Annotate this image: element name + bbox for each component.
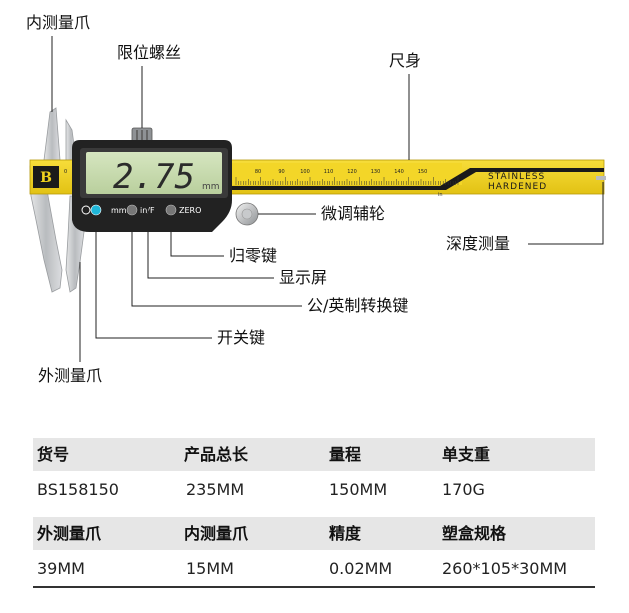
spec-header-cell: 外测量爪 [37,524,102,543]
leader-depth-rod [528,182,604,245]
ruler-scale-labels: 0 80 90 100 110 120 130 140 150 [64,169,427,175]
unit-button[interactable] [126,204,138,216]
spec-table: 货号 产品总长 量程 单支重 BS158150 235MM 150MM 170G… [33,438,595,588]
spec-header-row-1: 货号 产品总长 量程 单支重 [33,438,595,471]
lock-screw-knurl [146,130,148,140]
scale-label: 0 [64,169,67,175]
spec-value-cell: 150MM [329,480,388,499]
scale-label: 110 [324,169,334,175]
callout-inner-jaw: 内测量爪 [26,13,91,32]
callout-outer-jaw: 外测量爪 [38,366,103,385]
callout-ruler-body: 尺身 [389,51,422,70]
fine-adjust-wheel-hub [241,208,253,220]
leader-unit-key [131,216,302,307]
scale-label: 150 [418,169,428,175]
leader-power-key [95,216,212,339]
spec-header-cell: 内测量爪 [184,524,249,543]
ruler-scale-strip [230,163,462,185]
spec-header-cell: 单支重 [442,445,491,464]
spec-header-cell: 货号 [37,445,70,464]
callout-lock-screw: 限位螺丝 [117,43,182,62]
spec-value-cell: 235MM [186,480,245,499]
leader-lines [51,36,604,362]
spec-value-cell: BS158150 [37,480,119,499]
inch-button-label: in/F [140,206,155,215]
caliper-illustration: 0 80 90 100 110 120 130 140 150 B 2.75 mm mm in/… [29,36,606,362]
spec-bottom-rule [33,586,595,588]
scale-label: 130 [371,169,381,175]
scale-label: 100 [300,169,310,175]
spec-header-cell: 精度 [329,524,362,543]
scale-label: 120 [347,169,357,175]
spec-header-cell: 塑盒规格 [442,524,507,543]
zero-button-label: ZERO [179,206,201,215]
brand-box [33,166,59,188]
lcd-reading: 2.75 [113,157,195,197]
callout-unit-key: 公/英制转换键 [307,296,409,315]
spec-value-row-1: BS158150 235MM 150MM 170G [33,471,595,508]
spec-value-cell: 0.02MM [329,559,393,578]
body-text-stainless: STAINLESS [488,172,545,182]
zero-button[interactable] [165,204,177,216]
lcd-unit: mm [202,182,220,192]
scale-label: 80 [255,169,261,175]
callout-display: 显示屏 [279,268,328,287]
spec-value-cell: 260*105*30MM [442,559,568,578]
callout-depth-rod: 深度测量 [446,234,511,253]
body-text-hardened: HARDENED [488,182,547,192]
spec-value-cell: 15MM [186,559,234,578]
power-icon [81,205,91,215]
brand-logo: B [40,170,52,186]
spec-value-cell: 39MM [37,559,85,578]
callout-zero-key: 归零键 [229,246,278,265]
lock-screw-knurl [141,130,143,140]
unit-button-label: mm [111,206,127,215]
spec-header-row-2: 外测量爪 内测量爪 精度 塑盒规格 [33,517,595,550]
leader-zero-key [170,216,224,257]
caliper-diagram: 0 80 90 100 110 120 130 140 150 B 2.75 mm mm in/… [26,13,606,385]
callout-power-key: 开关键 [217,328,266,347]
scale-label: 90 [278,169,284,175]
spec-value-row-2: 39MM 15MM 0.02MM 260*105*30MM [33,550,595,587]
spec-header-cell: 量程 [329,445,362,464]
inner-jaw-fixed [43,107,61,161]
scale-label: 140 [394,169,404,175]
body-text-small: in [438,192,443,198]
leader-display [147,200,274,279]
spec-header-cell: 产品总长 [184,445,249,464]
callout-fine-wheel: 微调辅轮 [321,204,386,223]
lcd-screen [86,152,222,194]
lock-screw-knurl [136,130,138,140]
depth-rod [596,176,606,180]
spec-value-cell: 170G [442,480,485,499]
ruler-scale-ticks [235,177,459,185]
ruler-black-stripe [230,168,604,190]
power-button[interactable] [90,204,102,216]
